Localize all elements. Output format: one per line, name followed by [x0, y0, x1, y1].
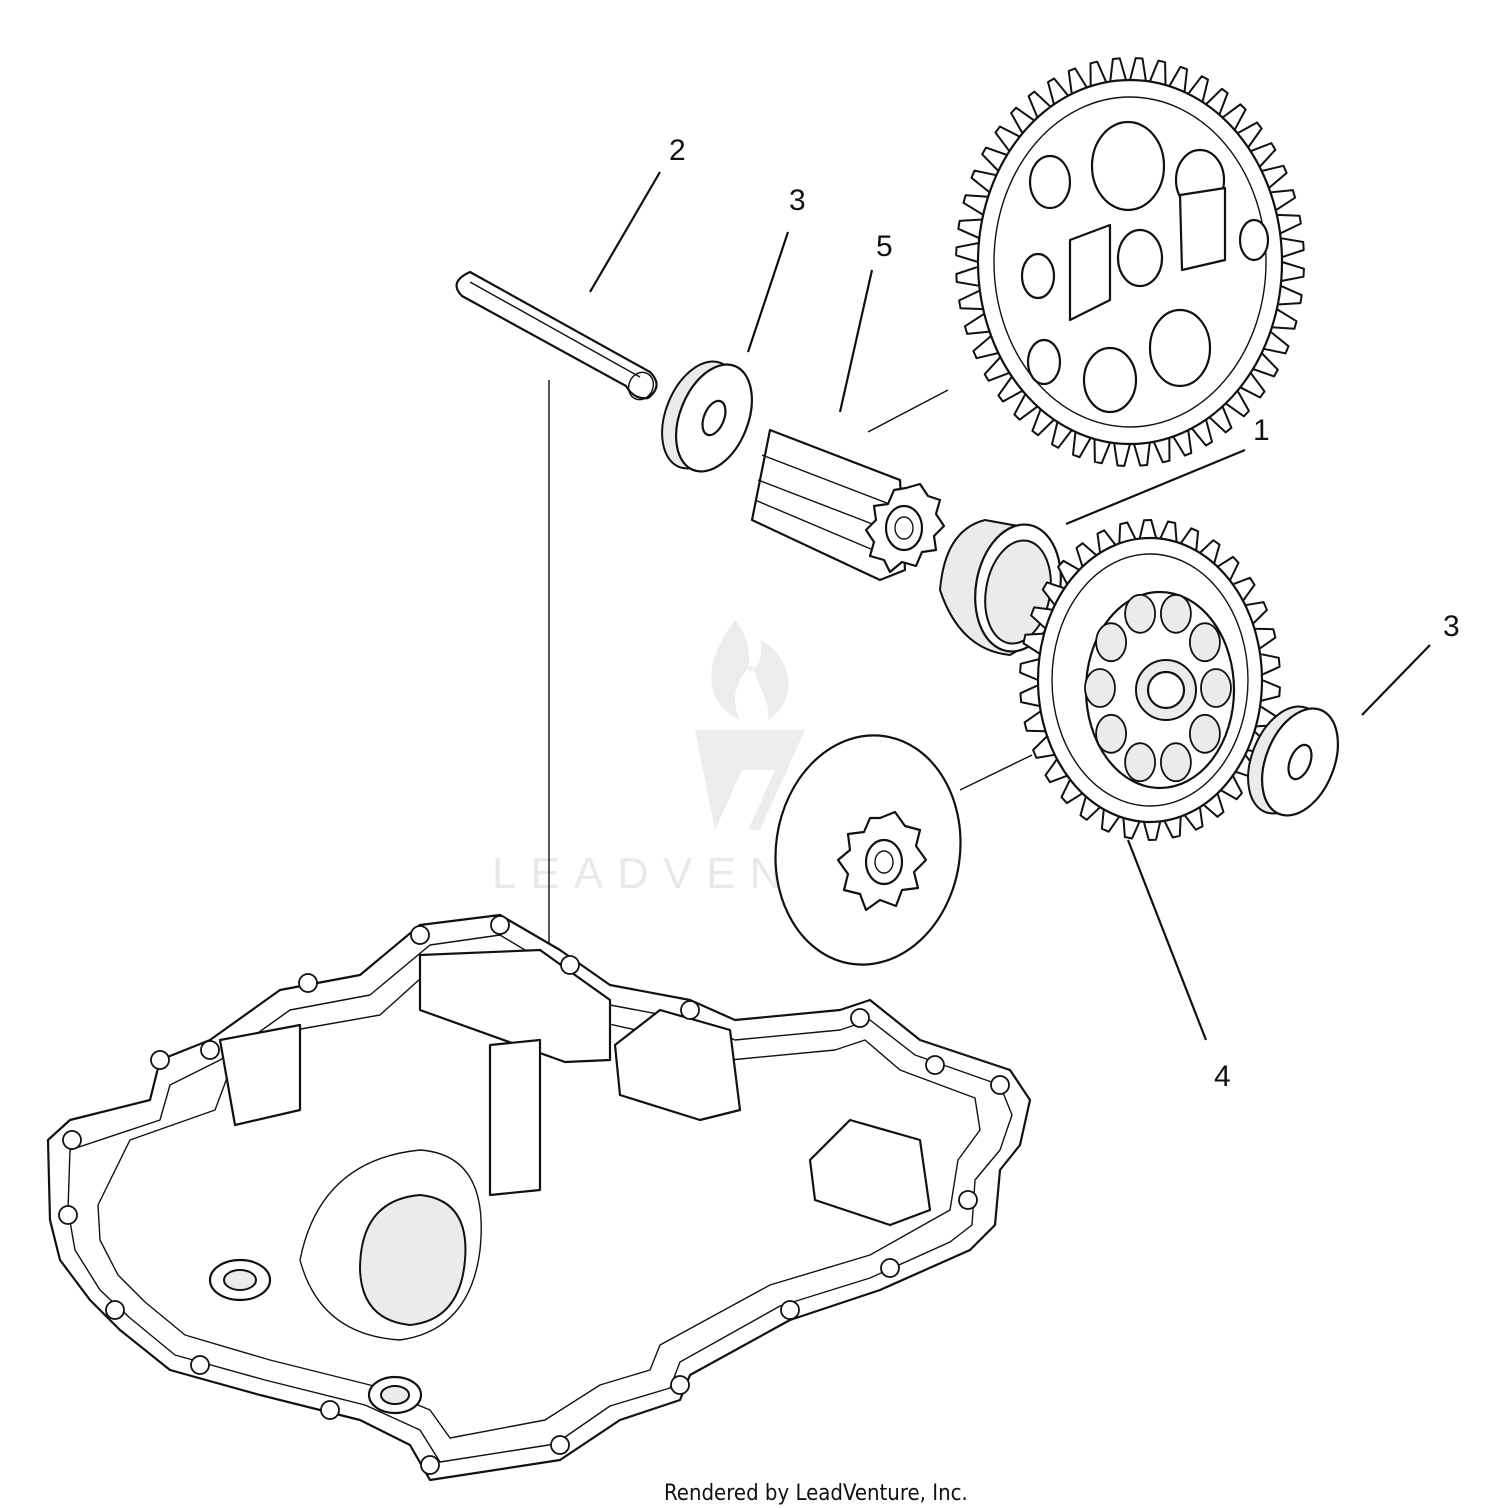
- bolt-hole: [62, 1130, 82, 1150]
- large-drive-gear: [955, 57, 1305, 467]
- bolt-hole: [105, 1300, 125, 1320]
- bolt-hole: [680, 1000, 700, 1020]
- bolt-hole: [880, 1258, 900, 1278]
- gear-hole: [1200, 668, 1232, 708]
- bolt-hole: [320, 1400, 340, 1420]
- connector-line: [959, 754, 1033, 791]
- gear-hole: [1095, 622, 1127, 663]
- render-credit: Rendered by LeadVenture, Inc.: [664, 1481, 968, 1506]
- gear-hole: [1095, 713, 1127, 754]
- gear-hole: [1160, 742, 1192, 783]
- connector-line: [867, 389, 949, 433]
- gear-hole: [1084, 668, 1116, 708]
- transmission-housing: [46, 913, 1032, 1482]
- gear-hole: [1189, 622, 1221, 663]
- cluster-gear: [1019, 519, 1281, 841]
- bolt-hole: [190, 1355, 210, 1375]
- bolt-hole: [925, 1055, 945, 1075]
- leader-line-1: [1065, 448, 1246, 526]
- bolt-hole: [850, 1008, 870, 1028]
- callout-label-2: 2: [669, 134, 686, 167]
- leader-line-3-upper: [746, 231, 790, 353]
- bolt-hole: [990, 1075, 1010, 1095]
- bolt-hole: [958, 1190, 978, 1210]
- bolt-hole: [410, 925, 430, 945]
- callout-label-4: 4: [1214, 1060, 1231, 1093]
- gear-hole: [1124, 593, 1156, 634]
- washer-lower: [1247, 705, 1339, 817]
- leader-line-2: [589, 171, 661, 293]
- washer-upper: [661, 360, 753, 473]
- bolt-hole: [780, 1300, 800, 1320]
- callout-label-3-upper: 3: [789, 184, 806, 217]
- leader-line-3-lower: [1361, 644, 1431, 716]
- leader-line-5: [838, 269, 874, 413]
- gear-hole: [1124, 742, 1156, 783]
- bolt-hole: [150, 1050, 170, 1070]
- callout-label-1: 1: [1253, 414, 1270, 447]
- gear-hole: [1160, 593, 1192, 634]
- bolt-hole: [200, 1040, 220, 1060]
- bolt-hole: [420, 1455, 440, 1475]
- watermark-logo: [695, 620, 805, 830]
- gear-hole: [1189, 713, 1221, 754]
- bolt-hole: [490, 915, 510, 935]
- callout-labels: 2 3 5 1 3 4: [669, 134, 1460, 1093]
- callout-label-3-lower: 3: [1443, 610, 1460, 643]
- pinion-gear: [750, 428, 946, 582]
- bolt-hole: [670, 1375, 690, 1395]
- output-pinion-disc: [774, 734, 962, 966]
- bolt-hole: [58, 1205, 78, 1225]
- callout-label-5: 5: [876, 230, 893, 263]
- callout-leaders: [589, 171, 1431, 1041]
- bolt-hole: [298, 973, 318, 993]
- bolt-hole: [560, 955, 580, 975]
- bolt-hole: [550, 1435, 570, 1455]
- pin: [455, 270, 658, 401]
- leader-line-4: [1126, 839, 1208, 1041]
